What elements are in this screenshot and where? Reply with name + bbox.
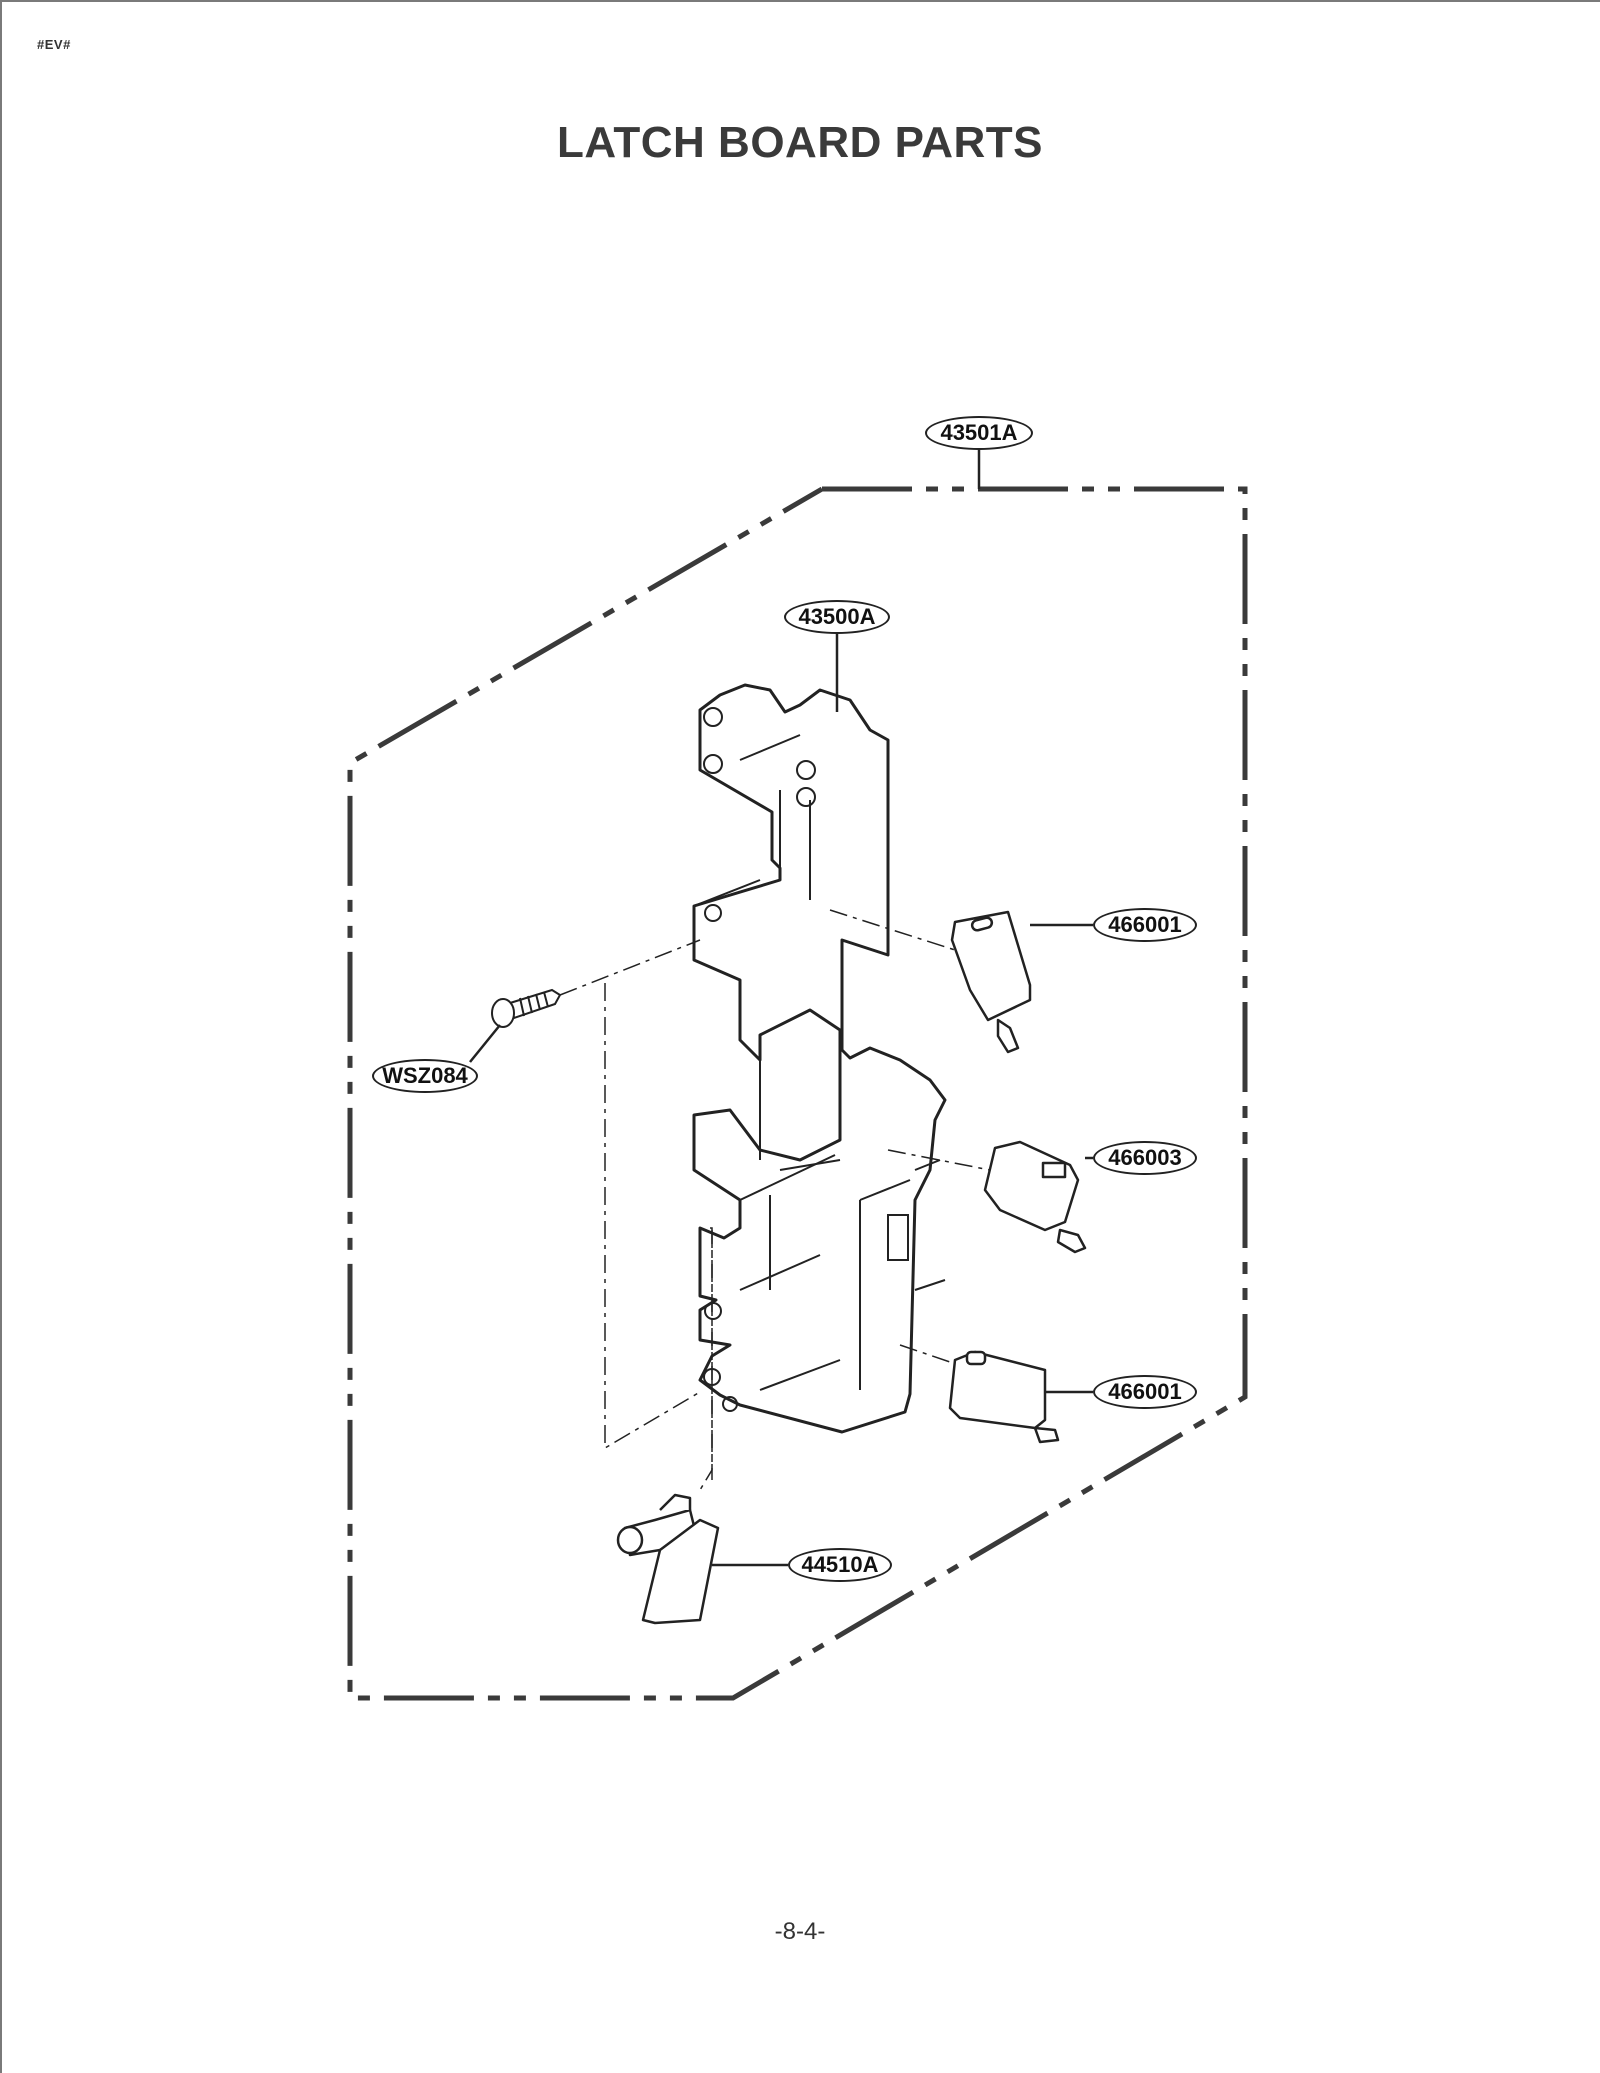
callout-WSZ084: WSZ084 [372, 1059, 478, 1093]
screw-WSZ084 [491, 988, 562, 1028]
document-code: #EV# [37, 37, 71, 52]
latch-board-details [693, 707, 946, 1412]
callout-466001-upper: 466001 [1093, 908, 1197, 942]
callout-44510A: 44510A [788, 1548, 892, 1582]
assembly-frame [347, 486, 1248, 1701]
lever-44510A [616, 1493, 720, 1625]
switch-466003 [983, 1140, 1087, 1254]
page-number: -8-4- [774, 1918, 826, 1945]
callout-466001-lower: 466001 [1093, 1375, 1197, 1409]
callout-466003: 466003 [1093, 1141, 1197, 1175]
latch-board-43500A [692, 683, 947, 1434]
callout-43500A: 43500A [784, 600, 890, 634]
callout-43501A: 43501A [925, 416, 1033, 450]
switch-466001-upper [950, 910, 1032, 1054]
switch-466001-lower [948, 1350, 1060, 1444]
page-title: LATCH BOARD PARTS [557, 118, 1043, 167]
